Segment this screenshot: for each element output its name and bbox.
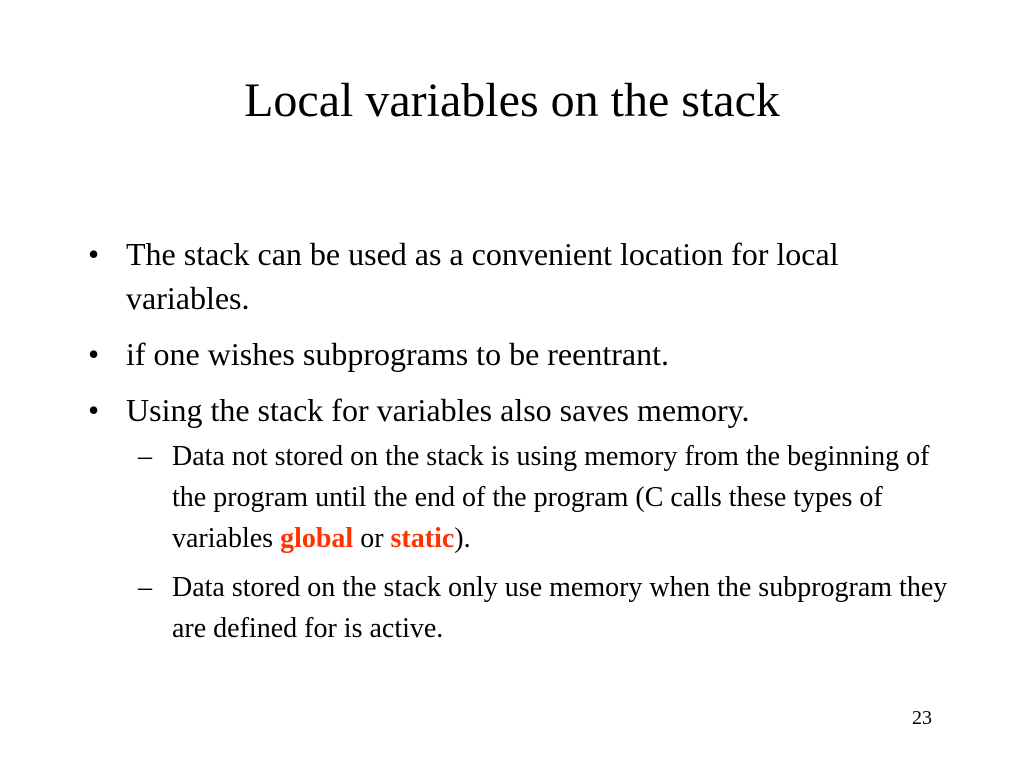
page-number: 23 — [912, 707, 932, 729]
static-keyword: static — [390, 523, 455, 554]
bullet-marker: • — [88, 336, 100, 372]
slide-title: Local variables on the stack — [244, 74, 780, 127]
bullet-text: if one wishes subprograms to be reentran… — [126, 336, 669, 372]
subbullet-item-on-stack: – Data stored on the stack only use memo… — [126, 567, 960, 649]
subbullet-text-after: ). — [454, 523, 471, 554]
subbullet-list: – Data not stored on the stack is using … — [126, 436, 960, 649]
bullet-marker: • — [88, 236, 100, 272]
subbullet-text-middle: or — [353, 523, 391, 554]
bullet-list: • The stack can be used as a convenient … — [80, 232, 960, 661]
global-keyword: global — [280, 523, 354, 554]
bullet-item-reentrant: • if one wishes subprograms to be reentr… — [80, 332, 960, 376]
subbullet-marker: – — [138, 441, 152, 472]
subbullet-marker: – — [138, 572, 152, 603]
bullet-marker: • — [88, 392, 100, 428]
subbullet-item-not-on-stack: – Data not stored on the stack is using … — [126, 436, 960, 559]
bullet-item-saves-memory: • Using the stack for variables also sav… — [80, 388, 960, 649]
bullet-text: The stack can be used as a convenient lo… — [126, 236, 839, 316]
subbullet-text-before: Data not stored on the stack is using me… — [172, 441, 930, 554]
bullet-item-stack-location: • The stack can be used as a convenient … — [80, 232, 960, 320]
bullet-text: Using the stack for variables also saves… — [126, 392, 750, 428]
subbullet-text: Data stored on the stack only use memory… — [172, 572, 948, 644]
